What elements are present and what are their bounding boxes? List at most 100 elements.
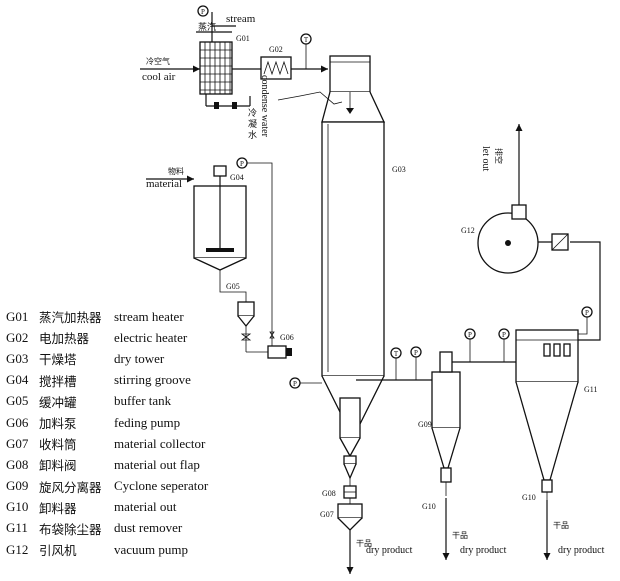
tag-g01: G01 [236, 34, 250, 43]
dry-product-cn-filter: 干品 [553, 521, 569, 530]
material-out-flap-g08 [343, 485, 357, 499]
dust-remover-g11 [515, 329, 579, 500]
electric-heater-g02 [260, 56, 292, 80]
temperature-sensor-outlet: T [390, 347, 402, 359]
legend-en: electric heater [114, 329, 188, 345]
legend-cn: 干燥塔 [39, 352, 77, 368]
svg-text:T: T [394, 350, 399, 358]
legend-row: G03 干燥塔 dry tower [6, 348, 246, 369]
dry-product-label-cyclone: dry product [460, 545, 507, 556]
steam-label: stream [226, 13, 256, 25]
tag-g06: G06 [280, 333, 294, 342]
legend-code: G08 [6, 456, 29, 472]
legend-cn: 缓冲罐 [39, 394, 77, 410]
tag-g02: G02 [269, 45, 283, 54]
legend-cn: 引风机 [39, 543, 77, 559]
dry-product-cn-tower: 干品 [356, 539, 372, 548]
stirring-groove-g04 [193, 165, 247, 271]
feeding-pump-g06 [246, 345, 292, 359]
legend-en: material collector [114, 435, 206, 451]
equipment-legend: G01 蒸汽加热器 stream heater G02 电加热器 electric he… [6, 306, 246, 560]
tag-g11: G11 [584, 385, 597, 394]
legend-en: stream heater [114, 308, 184, 324]
cool-air-label: cool air [142, 71, 176, 83]
legend-cn: 蒸汽加热器 [39, 310, 102, 326]
legend-cn: 布袋除尘器 [39, 521, 102, 537]
legend-code: G06 [6, 414, 29, 430]
pressure-gauge-steam: P [197, 5, 209, 17]
dry-product-cn-cyclone: 干品 [452, 531, 468, 540]
legend-cn: 收料筒 [39, 437, 77, 453]
legend-code: G05 [6, 393, 29, 409]
legend-row: G04 搅拌槽 stirring groove [6, 370, 246, 391]
legend-code: G04 [6, 372, 29, 388]
dry-product-label-tower: dry product [366, 545, 413, 556]
tag-g07: G07 [320, 510, 334, 519]
legend-row: G12 引风机 vacuum pump [6, 539, 246, 560]
legend-code: G03 [6, 350, 29, 366]
legend-code: G07 [6, 435, 29, 451]
svg-text:P: P [585, 309, 589, 317]
let-out-label: let out [480, 146, 491, 171]
legend-row: G10 卸料器 material out [6, 497, 246, 518]
tag-g03: G03 [392, 165, 406, 174]
condense-water-label: condense water [259, 75, 270, 138]
legend-cn: 搅拌槽 [39, 373, 77, 389]
condense-water-label-cn: 冷凝水 [248, 107, 257, 141]
svg-text:P: P [293, 380, 297, 388]
dry-tower-g03 [321, 55, 386, 480]
legend-en: material out flap [114, 456, 200, 472]
temperature-sensor-symbol: T [304, 36, 309, 44]
cyclone-separator-g09 [431, 351, 461, 496]
legend-cn: 加料泵 [39, 416, 77, 432]
dry-product-label-filter: dry product [558, 545, 605, 556]
legend-cn: 卸料阀 [39, 458, 77, 474]
legend-code: G10 [6, 499, 29, 515]
legend-en: dust remover [114, 520, 183, 536]
pressure-gauge-filter-in: P [498, 328, 510, 340]
legend-row: G05 缓冲罐 buffer tank [6, 391, 246, 412]
pressure-gauge-filter-out: P [581, 306, 593, 318]
material-collector-g07 [337, 478, 363, 531]
svg-text:P: P [414, 349, 418, 357]
legend-code: G02 [6, 329, 29, 345]
svg-text:P: P [502, 331, 506, 339]
legend-en: material out [114, 499, 177, 515]
legend-cn: 旋风分离器 [39, 479, 102, 495]
legend-cn: 电加热器 [39, 331, 90, 347]
steam-heater-g01 [196, 12, 251, 109]
legend-en: buffer tank [114, 393, 172, 409]
legend-row: G07 收料筒 material collector [6, 433, 246, 454]
legend-row: G11 布袋除尘器 dust remover [6, 518, 246, 539]
legend-code: G09 [6, 478, 29, 494]
tag-g12: G12 [461, 226, 475, 235]
legend-en: dry tower [114, 350, 165, 366]
legend-en: feding pump [114, 414, 181, 430]
pressure-gauge-tower: P [289, 377, 301, 389]
legend-code: G12 [6, 541, 29, 557]
tag-g09: G09 [418, 420, 432, 429]
legend-code: G01 [6, 308, 29, 324]
let-out-label-cn: 排空 [494, 148, 504, 164]
tag-g08: G08 [322, 489, 336, 498]
tag-g04: G04 [230, 173, 244, 182]
tag-g10-filter: G10 [522, 493, 536, 502]
tag-g05: G05 [226, 282, 240, 291]
legend-code: G11 [6, 520, 28, 536]
legend-cn: 卸料器 [39, 500, 77, 516]
vacuum-pump-g12 [477, 204, 539, 274]
legend-row: G08 卸料阀 material out flap [6, 454, 246, 475]
legend-en: stirring groove [114, 372, 191, 388]
legend-en: vacuum pump [114, 541, 189, 557]
buffer-tank-g05 [237, 301, 255, 352]
tag-g10-cyclone: G10 [422, 502, 436, 511]
svg-text:P: P [240, 160, 244, 168]
legend-row: G06 加料泵 feding pump [6, 412, 246, 433]
material-label: material [146, 178, 182, 190]
steam-label-cn: 蒸汽 [198, 21, 216, 33]
pressure-gauge-feed: P [236, 157, 248, 169]
valve-fan-inlet [551, 233, 569, 251]
